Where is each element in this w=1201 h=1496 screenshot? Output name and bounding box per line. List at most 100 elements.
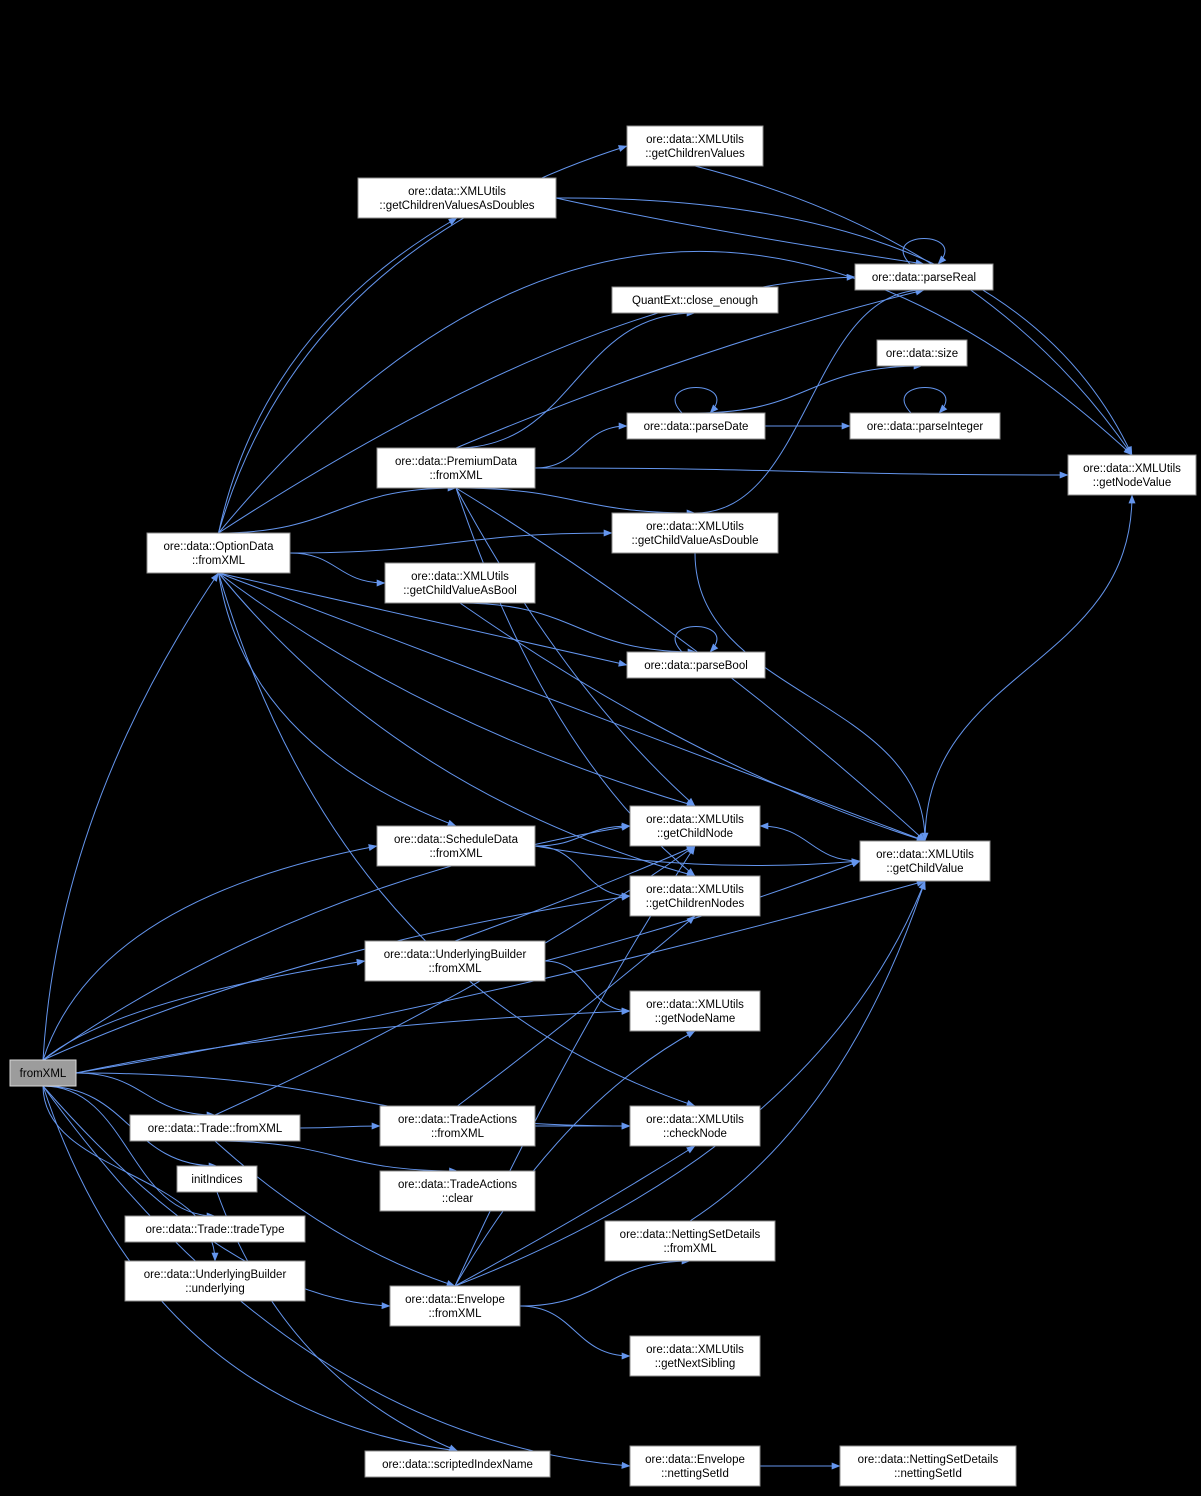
node-nettingsetdetails_fromxml[interactable]: ore::data::NettingSetDetails::fromXML — [604, 1220, 776, 1262]
node-initindices[interactable]: initIndices — [176, 1165, 258, 1193]
edge-getchildvalue-to-getchildnode — [759, 822, 861, 862]
edge-parsedate-to-size — [695, 362, 923, 414]
edge-fromxml_main-to-scriptedindexname — [42, 1085, 458, 1454]
edge-fromxml_main-to-getnodename — [75, 1007, 631, 1074]
edge-optiondata_fromxml-to-scheduledata_fromxml — [218, 572, 457, 827]
node-underlyingbuilder_fromxml[interactable]: ore::data::UnderlyingBuilder::fromXML — [364, 940, 546, 982]
node-box-getchildvalue — [859, 840, 991, 882]
node-box-underlyingbuilder_fromxml — [364, 940, 546, 982]
node-box-getchildvalueasbool — [384, 562, 536, 604]
node-getnextsibling[interactable]: ore::data::XMLUtils::getNextSibling — [629, 1335, 761, 1377]
node-getchildvalueasdouble[interactable]: ore::data::XMLUtils::getChildValueAsDoub… — [611, 512, 779, 554]
node-box-fromxml_main — [9, 1059, 77, 1087]
node-trade_tradetype[interactable]: ore::data::Trade::tradeType — [124, 1215, 306, 1243]
edge-tradeactions_fromxml-to-getchildrennodes — [457, 915, 696, 1107]
node-getchildrenvalues[interactable]: ore::data::XMLUtils::getChildrenValues — [626, 125, 764, 167]
edge-optiondata_fromxml-to-getchildvalueasdouble — [289, 529, 613, 554]
node-getnodename[interactable]: ore::data::XMLUtils::getNodeName — [629, 990, 761, 1032]
edge-trade_fromxml-to-tradeactions_fromxml — [299, 1122, 381, 1130]
node-box-parsebool — [626, 651, 766, 679]
edge-optiondata_fromxml-to-getchildrennodes — [218, 572, 696, 878]
edge-getchildvalueasdouble-to-getchildvalue — [694, 552, 929, 842]
node-box-parsereal — [854, 263, 994, 291]
node-getchildnode[interactable]: ore::data::XMLUtils::getChildNode — [629, 805, 761, 847]
edge-getchildvalueasbool-to-getchildvalue — [459, 602, 926, 842]
edge-premiumdata_fromxml-to-getchildvalueasdouble — [455, 487, 696, 517]
node-scriptedindexname[interactable]: ore::data::scriptedIndexName — [364, 1450, 551, 1478]
node-box-premiumdata_fromxml — [376, 447, 536, 489]
node-fromxml_main[interactable]: fromXML — [9, 1059, 77, 1087]
edge-envelope_fromxml-to-nettingsetdetails_fromxml — [519, 1257, 691, 1307]
node-layer: ore::data::XMLUtils::getChildrenValuesor… — [9, 125, 1197, 1487]
edge-underlyingbuilder_fromxml-to-getchildnode — [454, 845, 696, 942]
node-getnodevalue[interactable]: ore::data::XMLUtils::getNodeValue — [1067, 454, 1197, 496]
node-box-getnodevalue — [1067, 454, 1197, 496]
edge-getchildvalueasbool-to-parsebool — [459, 602, 697, 656]
node-size[interactable]: ore::data::size — [876, 339, 968, 367]
edge-optiondata_fromxml-to-getchildnode — [218, 572, 696, 808]
edge-fromxml_main-to-getchildnode — [42, 823, 631, 1061]
node-parseinteger[interactable]: ore::data::parseInteger — [849, 412, 1001, 440]
node-parsereal[interactable]: ore::data::parseReal — [854, 263, 994, 291]
node-box-nettingsetdetails_nettingsetid — [839, 1445, 1017, 1487]
node-getchildrenvaluesasdoubles[interactable]: ore::data::XMLUtils::getChildrenValuesAs… — [357, 177, 557, 219]
node-parsebool[interactable]: ore::data::parseBool — [626, 651, 766, 679]
node-nettingsetdetails_nettingsetid[interactable]: ore::data::NettingSetDetails::nettingSet… — [839, 1445, 1017, 1487]
node-underlyingbuilder_underlying[interactable]: ore::data::UnderlyingBuilder::underlying — [124, 1260, 306, 1302]
edge-premiumdata_fromxml-to-getchildnode — [455, 487, 696, 807]
node-box-trade_tradetype — [124, 1215, 306, 1243]
node-box-trade_fromxml — [129, 1114, 301, 1142]
edge-optiondata_fromxml-to-checknode — [218, 572, 696, 1107]
node-box-getchildvalueasdouble — [611, 512, 779, 554]
edge-fromxml_main-to-envelope_fromxml — [42, 1085, 391, 1310]
node-tradeactions_clear[interactable]: ore::data::TradeActions::clear — [379, 1170, 536, 1212]
node-box-envelope_fromxml — [389, 1285, 521, 1327]
edge-getchildvalue-to-getnodevalue — [924, 494, 1136, 842]
node-box-scriptedindexname — [364, 1450, 551, 1478]
node-box-parseinteger — [849, 412, 1001, 440]
node-getchildvalue[interactable]: ore::data::XMLUtils::getChildValue — [859, 840, 991, 882]
edge-parsedate-to-parsedate — [674, 387, 719, 414]
node-box-optiondata_fromxml — [146, 532, 291, 574]
node-tradeactions_fromxml[interactable]: ore::data::TradeActions::fromXML — [379, 1105, 536, 1147]
node-optiondata_fromxml[interactable]: ore::data::OptionData::fromXML — [146, 532, 291, 574]
edge-fromxml_main-to-getchildrennodes — [42, 893, 631, 1061]
node-box-size — [876, 339, 968, 367]
edge-underlyingbuilder_fromxml-to-getnodename — [544, 960, 631, 1015]
node-box-envelope_nettingsetid — [629, 1445, 761, 1487]
node-getchildvalueasbool[interactable]: ore::data::XMLUtils::getChildValueAsBool — [384, 562, 536, 604]
edge-fromxml_main-to-getchildvalue — [75, 879, 926, 1074]
edge-parsebool-to-parsebool — [674, 626, 719, 653]
node-box-underlyingbuilder_underlying — [124, 1260, 306, 1302]
node-box-getchildnode — [629, 805, 761, 847]
node-envelope_fromxml[interactable]: ore::data::Envelope::fromXML — [389, 1285, 521, 1327]
node-box-initindices — [176, 1165, 258, 1193]
edge-optiondata_fromxml-to-getnodevalue — [218, 250, 1133, 534]
edge-trade_fromxml-to-tradeactions_clear — [214, 1140, 458, 1175]
node-premiumdata_fromxml[interactable]: ore::data::PremiumData::fromXML — [376, 447, 536, 489]
node-box-getchildrenvaluesasdoubles — [357, 177, 557, 219]
node-box-getnextsibling — [629, 1335, 761, 1377]
node-box-scheduledata_fromxml — [376, 825, 536, 867]
node-parsedate[interactable]: ore::data::parseDate — [626, 412, 766, 440]
node-getchildrennodes[interactable]: ore::data::XMLUtils::getChildrenNodes — [629, 875, 761, 917]
edge-envelope_fromxml-to-checknode — [454, 1145, 696, 1287]
node-scheduledata_fromxml[interactable]: ore::data::ScheduleData::fromXML — [376, 825, 536, 867]
node-close_enough[interactable]: QuantExt::close_enough — [611, 286, 779, 314]
edge-fromxml_main-to-trade_fromxml — [75, 1072, 216, 1119]
node-trade_fromxml[interactable]: ore::data::Trade::fromXML — [129, 1114, 301, 1142]
edge-premiumdata_fromxml-to-parsereal — [455, 288, 925, 449]
edge-fromxml_main-to-optiondata_fromxml — [42, 572, 219, 1061]
node-envelope_nettingsetid[interactable]: ore::data::Envelope::nettingSetId — [629, 1445, 761, 1487]
edge-fromxml_main-to-underlyingbuilder_fromxml — [42, 958, 366, 1061]
edge-optiondata_fromxml-to-parsereal — [218, 273, 856, 534]
node-checknode[interactable]: ore::data::XMLUtils::checkNode — [629, 1105, 761, 1147]
edge-optiondata_fromxml-to-getchildrenvaluesasdoubles — [218, 217, 458, 534]
node-box-tradeactions_fromxml — [379, 1105, 536, 1147]
node-box-nettingsetdetails_fromxml — [604, 1220, 776, 1262]
edge-optiondata_fromxml-to-parsebool — [218, 572, 628, 667]
edge-parsereal-to-parsereal — [902, 238, 947, 265]
edge-scheduledata_fromxml-to-getchildnode — [534, 822, 631, 847]
